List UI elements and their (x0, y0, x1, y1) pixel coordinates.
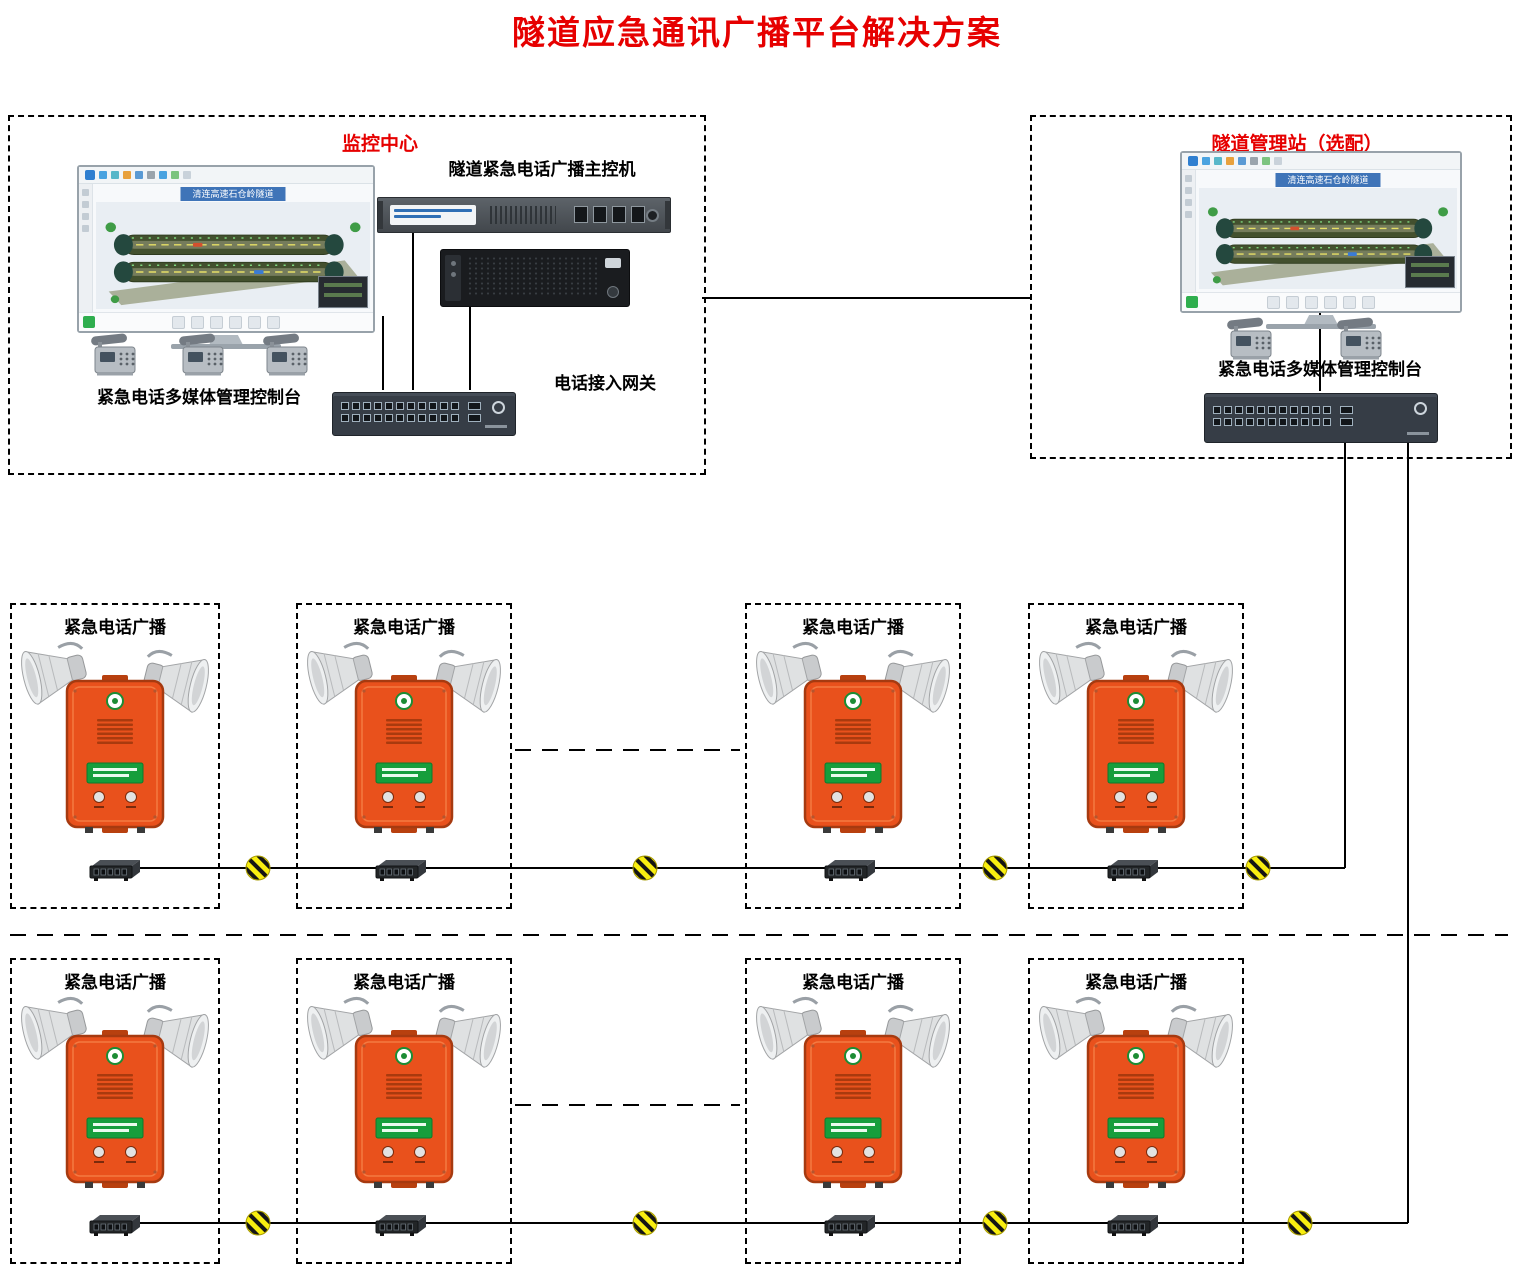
emergency-telephone (65, 675, 165, 833)
main-control-unit-label: 隧道紧急电话广播主控机 (448, 160, 636, 179)
broadcast-unit-box: 紧急电话广播 (745, 603, 961, 909)
switch-label-strip (1407, 432, 1429, 435)
screen-bottombar (79, 312, 373, 331)
management-station-label: 隧道管理站（选配） (1211, 134, 1383, 155)
rack-ear (665, 201, 670, 229)
screen-toolbar (79, 167, 373, 184)
broadcast-unit-box: 紧急电话广播 (296, 958, 512, 1264)
monitor-frame: 清连高速石仓岭隧道 (1180, 151, 1462, 313)
fiber-media-converter (89, 1214, 140, 1237)
broadcast-unit-box: 紧急电话广播 (1028, 958, 1244, 1264)
fiber-splice-icon (243, 1208, 273, 1238)
emergency-telephone (803, 675, 903, 833)
server-power-button (607, 286, 619, 298)
screen-bottombar (1182, 292, 1460, 311)
app-logo-icon (85, 170, 95, 180)
emergency-telephone (354, 1030, 454, 1188)
ip-phone-icon (1226, 316, 1272, 360)
emergency-telephone (1086, 675, 1186, 833)
screen-canvas: 清连高速石仓岭隧道 (93, 184, 373, 312)
tunnel-screen-title: 清连高速石仓岭隧道 (180, 187, 286, 201)
monitor-base (171, 344, 281, 349)
switch-logo-icon (1414, 402, 1427, 415)
switch-logo-icon (492, 401, 505, 414)
screen-canvas: 清连高速石仓岭隧道 (1196, 170, 1460, 292)
rack-nameplate (390, 205, 476, 225)
emergency-telephone (65, 1030, 165, 1188)
broadcast-unit-label: 紧急电话广播 (64, 973, 166, 992)
emergency-telephone (1086, 1030, 1186, 1188)
ip-phone-icon (262, 332, 308, 376)
fiber-splice-icon (980, 853, 1010, 883)
fiber-splice-icon (980, 1208, 1010, 1238)
ip-phone-icon (178, 332, 224, 376)
screen-sidebar (1182, 170, 1196, 292)
switch-ports (1213, 406, 1353, 426)
fiber-splice-icon (1243, 853, 1273, 883)
server (440, 249, 630, 307)
screen-toolbar (1182, 153, 1460, 170)
fiber-media-converter (375, 1214, 426, 1237)
console-label: 紧急电话多媒体管理控制台 (1218, 360, 1422, 379)
green-app-icon (83, 316, 95, 328)
ip-phone-icon (90, 332, 136, 376)
broadcast-unit-label: 紧急电话广播 (802, 973, 904, 992)
rack-ports (574, 206, 645, 223)
switch-label-strip (485, 425, 507, 428)
ethernet-switch (332, 392, 516, 436)
emergency-telephone (354, 675, 454, 833)
control-monitor: 清连高速石仓岭隧道 (77, 165, 375, 349)
ethernet-switch (1204, 393, 1438, 443)
switch-ports (341, 402, 481, 422)
gateway-label: 电话接入网关 (554, 374, 656, 393)
page-title: 隧道应急通讯广播平台解决方案 (512, 14, 1002, 51)
broadcast-main-control-unit (377, 197, 671, 233)
broadcast-unit-box: 紧急电话广播 (1028, 603, 1244, 909)
broadcast-unit-label: 紧急电话广播 (802, 618, 904, 637)
fiber-media-converter (375, 859, 426, 882)
monitoring-center-label: 监控中心 (341, 134, 418, 155)
green-app-icon (1186, 296, 1198, 308)
monitor-stand (1304, 315, 1338, 325)
server-mesh (467, 256, 597, 296)
management-station-box: 隧道管理站（选配） 清连高速石仓岭隧道 (1030, 115, 1512, 459)
fiber-splice-icon (630, 853, 660, 883)
app-logo-icon (1188, 156, 1198, 166)
rack-ear (378, 201, 383, 229)
server-handle (445, 255, 461, 301)
ip-phone-icon (1336, 316, 1382, 360)
broadcast-unit-box: 紧急电话广播 (10, 958, 220, 1264)
broadcast-unit-label: 紧急电话广播 (1085, 973, 1187, 992)
broadcast-unit-box: 紧急电话广播 (10, 603, 220, 909)
rack-connector (646, 209, 659, 222)
broadcast-unit-box: 紧急电话广播 (745, 958, 961, 1264)
fiber-media-converter (1107, 859, 1158, 882)
fiber-splice-icon (630, 1208, 660, 1238)
broadcast-unit-box: 紧急电话广播 (296, 603, 512, 909)
fiber-media-converter (824, 859, 875, 882)
fiber-splice-icon (243, 853, 273, 883)
broadcast-unit-label: 紧急电话广播 (353, 618, 455, 637)
server-badge (605, 258, 621, 268)
video-inset (318, 276, 368, 308)
broadcast-unit-label: 紧急电话广播 (64, 618, 166, 637)
fiber-splice-icon (1285, 1208, 1315, 1238)
tunnel-screen-title: 清连高速石仓岭隧道 (1275, 173, 1381, 187)
broadcast-unit-label: 紧急电话广播 (353, 973, 455, 992)
rack-vents (490, 206, 556, 224)
monitor-stand (209, 335, 243, 345)
console-label: 紧急电话多媒体管理控制台 (97, 388, 301, 407)
monitoring-center-box: 监控中心 隧道紧急电话广播主控机 清连高速石仓岭隧道 (8, 115, 706, 475)
screen-sidebar (79, 184, 93, 312)
fiber-media-converter (1107, 1214, 1158, 1237)
monitor-frame: 清连高速石仓岭隧道 (77, 165, 375, 333)
fiber-media-converter (89, 859, 140, 882)
emergency-telephone (803, 1030, 903, 1188)
monitor-base (1266, 324, 1376, 329)
fiber-media-converter (824, 1214, 875, 1237)
station-monitor: 清连高速石仓岭隧道 (1180, 151, 1462, 329)
video-inset (1405, 256, 1455, 288)
broadcast-unit-label: 紧急电话广播 (1085, 618, 1187, 637)
